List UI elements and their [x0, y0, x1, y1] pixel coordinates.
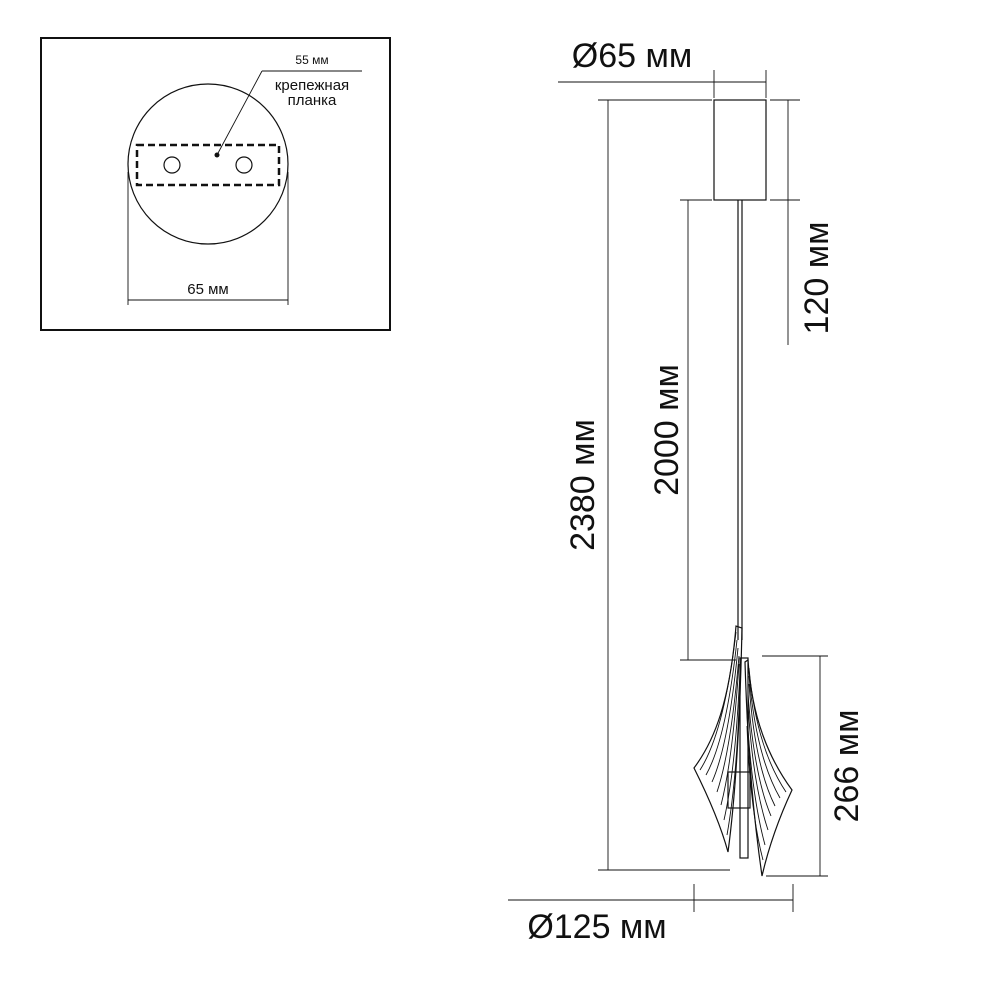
shade-diameter-label: Ø125 мм: [527, 908, 666, 946]
plate-size-label: 55 мм: [295, 53, 328, 67]
detail-frame: [40, 37, 391, 331]
screw-hole-right: [235, 156, 253, 174]
canopy-circle: [127, 83, 289, 245]
bracket-label-line2: планка: [288, 92, 337, 109]
canopy-body: [713, 99, 767, 201]
screw-hole-left: [163, 156, 181, 174]
bracket-label-line1: крепежная: [275, 77, 349, 94]
leaf-right: [744, 658, 793, 877]
pendant-side-view: [693, 99, 793, 877]
mounting-bracket: [135, 143, 281, 187]
canopy-height-label: 120 мм: [798, 222, 836, 335]
shade-height-label: 266 мм: [828, 710, 866, 823]
canopy-width-label: 65 мм: [187, 281, 228, 298]
dim-cable-length: 2000 мм: [648, 199, 736, 661]
cable-length-label: 2000 мм: [648, 364, 686, 496]
total-height-label: 2380 мм: [564, 419, 602, 551]
canopy-diameter-label: Ø65 мм: [572, 37, 692, 75]
dim-shade-height: 266 мм: [762, 655, 866, 877]
dim-canopy-height: 120 мм: [770, 99, 836, 345]
dim-shade-diameter: Ø125 мм: [508, 884, 794, 946]
canopy-detail-view: 55 мм крепежная планка 65 мм: [40, 37, 391, 331]
leaf-shade: [693, 625, 793, 877]
shade-holder: [727, 771, 751, 809]
shade-stem: [739, 657, 749, 859]
bracket-leader-line: [216, 70, 263, 156]
dim-canopy-diameter: Ø65 мм: [558, 37, 767, 98]
dim-total-height: 2380 мм: [564, 99, 730, 871]
